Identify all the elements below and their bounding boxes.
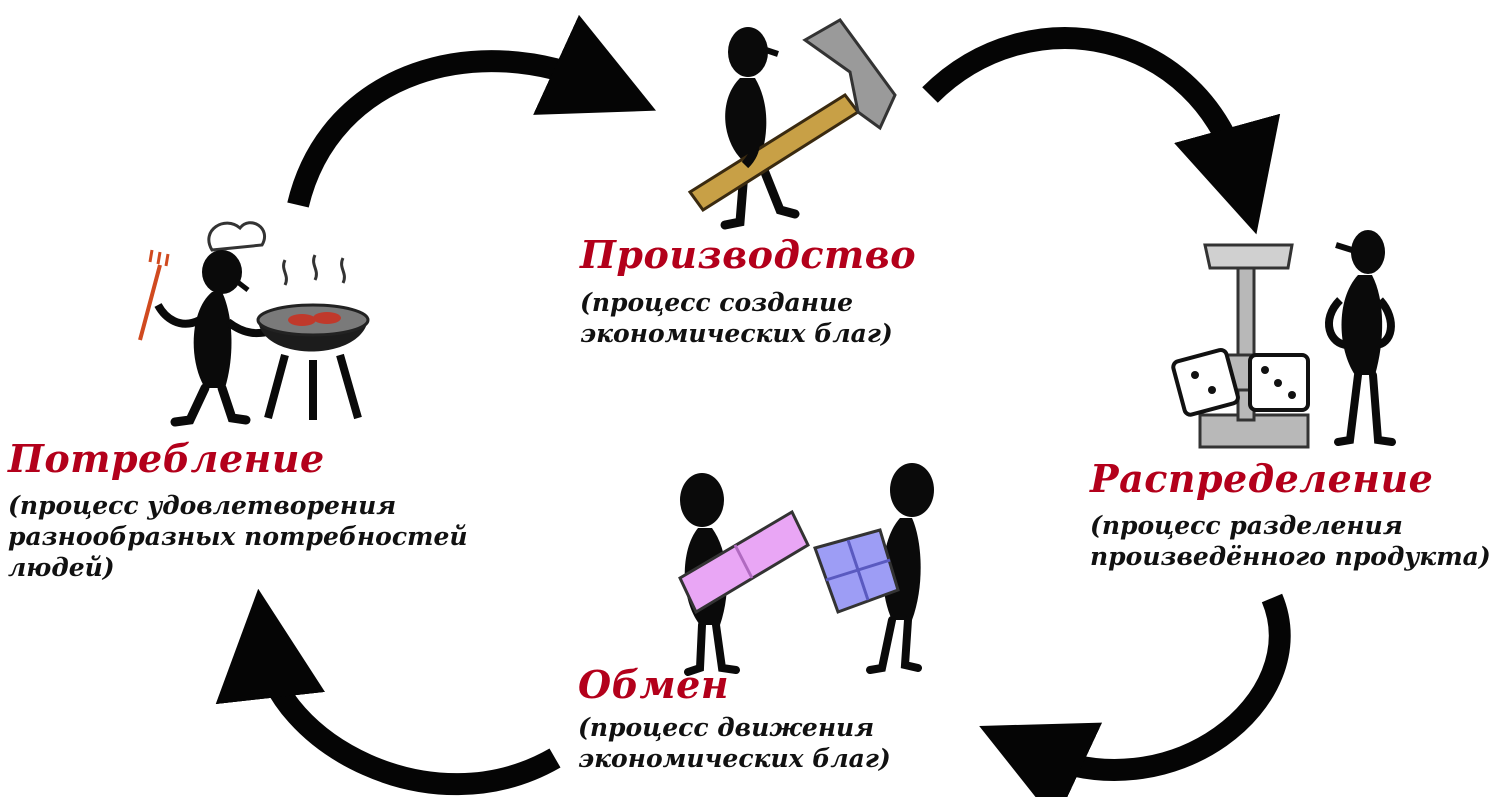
distribution-description: (процесс разделения произведённого проду… — [1090, 510, 1491, 572]
consumption-title: Потребление — [8, 436, 325, 481]
distribution-desc-line: (процесс разделения — [1090, 511, 1403, 540]
die-icon — [1248, 353, 1310, 412]
arrow-production-to-distribution — [922, 27, 1281, 235]
exchange-title: Обмен — [578, 662, 730, 707]
production-desc-line: (процесс создание — [580, 288, 854, 317]
exchange-description: (процесс движения экономических благ) — [578, 712, 891, 774]
gift-exchange-icon — [678, 463, 934, 676]
consumption-desc-line: (процесс удовлетворения — [8, 491, 397, 520]
worker-with-hammer-icon — [687, 18, 897, 230]
arrow-exchange-to-consumption — [215, 588, 561, 796]
consumption-description: (процесс удовлетворения разнообразных по… — [8, 490, 468, 583]
production-title: Производство — [580, 232, 917, 277]
exchange-desc-line: экономических благ) — [578, 744, 891, 773]
arrow-distribution-to-exchange — [979, 593, 1291, 797]
arrow-consumption-to-production — [287, 14, 657, 208]
consumption-desc-line: разнообразных потребностей — [8, 522, 468, 551]
chef-grilling-icon — [138, 221, 370, 427]
die-icon — [1171, 348, 1240, 417]
distribution-desc-line: произведённого продукта) — [1090, 542, 1491, 571]
distribution-title: Распределение — [1090, 456, 1434, 501]
production-description: (процесс создание экономических благ) — [580, 287, 893, 349]
production-desc-line: экономических благ) — [580, 319, 893, 348]
exchange-desc-line: (процесс движения — [578, 713, 875, 742]
consumption-desc-line: людей) — [8, 553, 115, 582]
scales-with-dice-icon — [1171, 230, 1396, 449]
